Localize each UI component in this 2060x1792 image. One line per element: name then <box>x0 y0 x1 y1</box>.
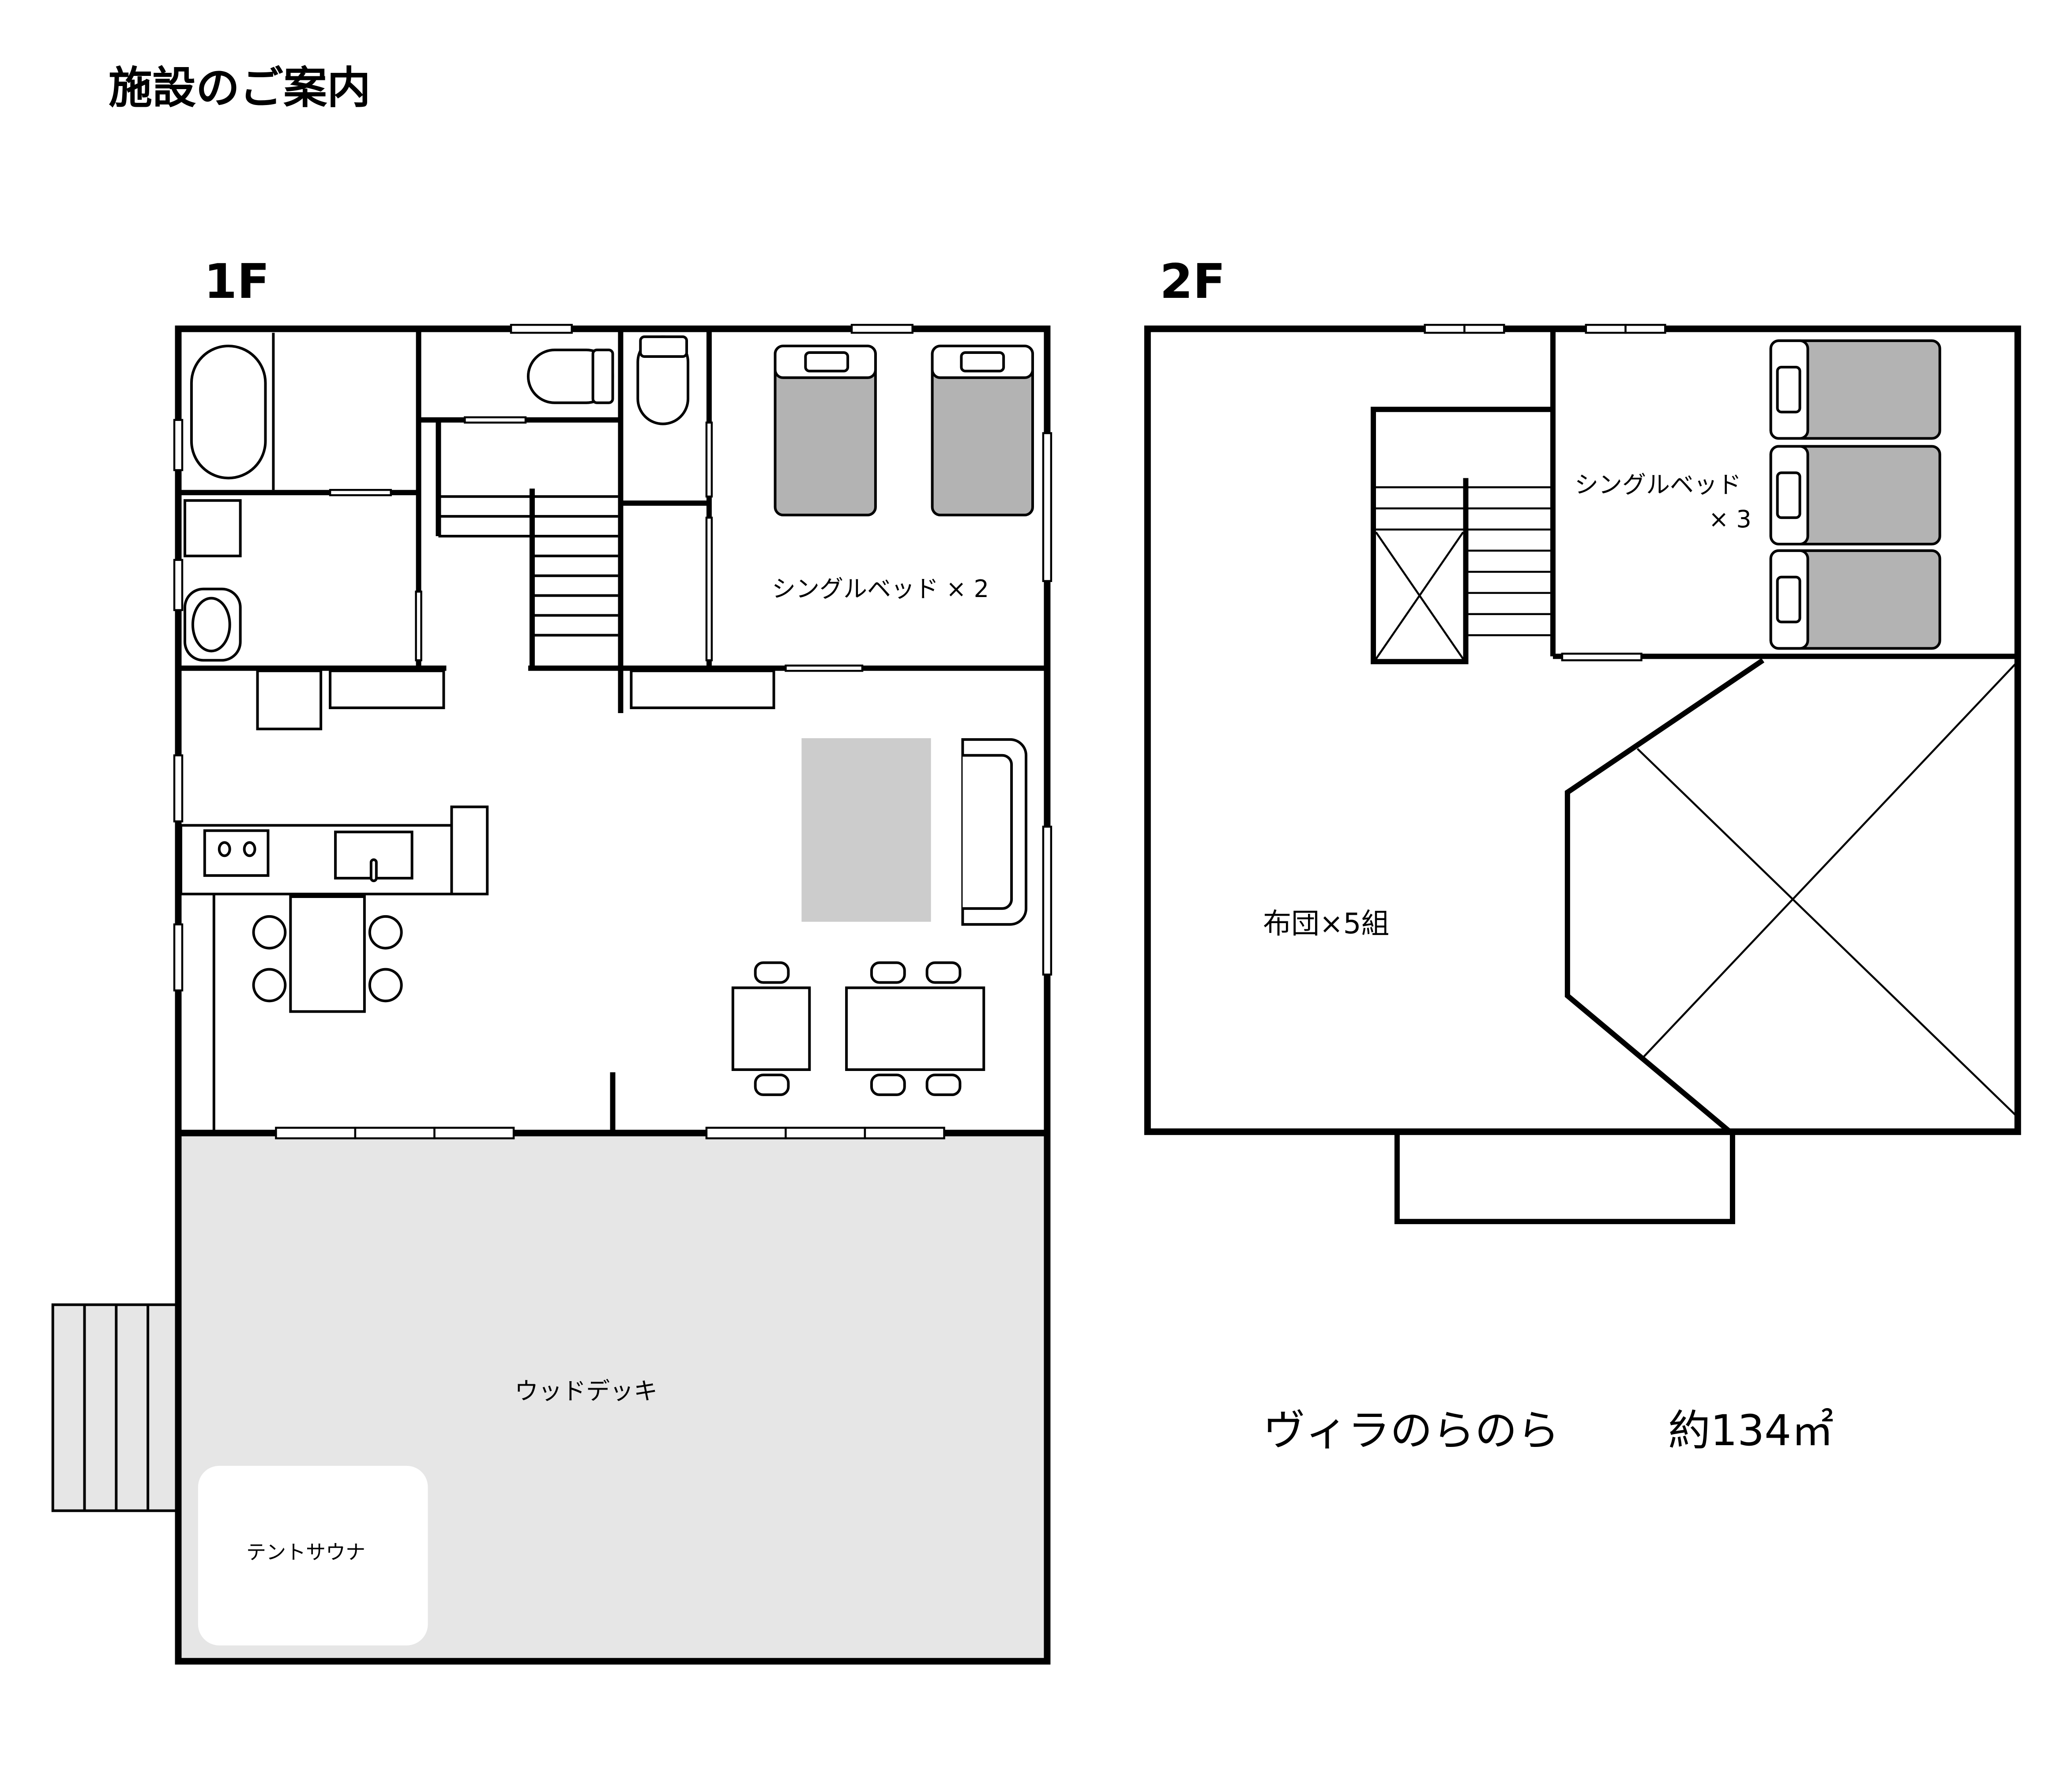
beds-1f <box>774 345 1034 517</box>
kitchen-counter <box>179 805 489 896</box>
windows-1f <box>173 323 1053 1139</box>
floor-label-2f: 2F <box>1160 254 1225 309</box>
facility-area: 約134㎡ <box>1668 1406 1834 1455</box>
beds-2f <box>1769 339 1941 650</box>
floor-label-1f: 1F <box>204 254 270 309</box>
washing-machine <box>183 499 242 557</box>
dining-table-kitchen <box>252 895 403 1013</box>
fixtures-1f <box>183 333 689 662</box>
dining-tables-living <box>731 961 985 1096</box>
bedroom-2f-label-line2: × 3 <box>1709 505 1752 533</box>
staircase-2f <box>1375 486 1550 660</box>
windows-2f <box>1424 323 1666 661</box>
page-title: 施設のご案内 <box>109 63 371 113</box>
tent-sauna-area <box>198 1465 428 1645</box>
loft-futon-label: 布団×5組 <box>1263 908 1390 940</box>
bedroom-1f-label: シングルベッド × 2 <box>772 575 989 603</box>
void-atrium <box>1636 663 2019 1118</box>
staircase-1f <box>438 488 618 669</box>
tent-sauna-label: テントサウナ <box>246 1540 366 1564</box>
wood-deck-label: ウッドデッキ <box>515 1377 658 1405</box>
facility-name: ヴィラのらのら <box>1263 1406 1560 1455</box>
deck-steps <box>51 1303 180 1512</box>
exterior-walls-2f <box>1144 325 2021 1225</box>
bedroom-2f-label-line1: シングルベッド <box>1575 471 1741 499</box>
cabinets-1f <box>256 669 775 730</box>
bathtub <box>190 345 267 480</box>
sofa <box>961 738 1028 926</box>
rug <box>801 738 931 922</box>
floor-1f-plan <box>51 323 1053 1665</box>
floor-2f-plan <box>1144 323 2021 1225</box>
stove <box>203 829 270 877</box>
